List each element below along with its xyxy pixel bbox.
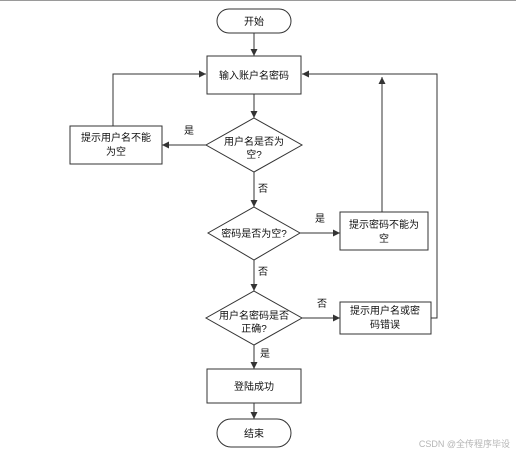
hint-wrong-label-1: 提示用户名或密 [350,304,420,317]
success-process [206,368,302,404]
edge-label-pwd-empty-no: 否 [258,266,268,278]
edge-hint-wrong-back [302,70,438,319]
check-user-empty-label-1: 用户名是否为 [224,135,284,148]
input-process [206,55,302,95]
hint-wrong-label-2: 码错误 [370,318,400,331]
check-user-empty-decision [204,117,304,173]
edge-hint-user-back [112,70,206,126]
end-terminal [216,418,292,448]
check-correct-label-1: 用户名密码是否 [219,309,289,322]
edge-label-pwd-empty-yes: 是 [315,213,325,225]
top-border-line [0,0,516,1]
hint-user-empty-label-1: 提示用户名不能 [81,131,151,144]
check-pwd-empty-decision [206,206,302,261]
check-correct-decision [204,290,304,346]
hint-pwd-empty-label-1: 提示密码不能为 [349,218,419,231]
hint-user-empty-process [69,125,163,165]
check-user-empty-label-2: 空? [246,148,262,161]
check-correct-label-2: 正确? [241,322,267,335]
start-terminal [216,8,292,34]
start-label: 开始 [244,15,264,28]
success-label: 登陆成功 [234,380,274,393]
watermark: CSDN @全传程序毕设 [419,438,510,449]
edge-label-user-empty-no: 否 [258,183,268,195]
edge-label-correct-no: 否 [317,298,327,310]
edge-label-user-empty-yes: 是 [184,125,194,137]
hint-wrong-process [339,301,432,335]
edge-label-correct-yes: 是 [260,348,270,360]
end-label: 结束 [244,427,264,440]
input-label: 输入账户名密码 [219,69,289,82]
check-pwd-empty-label: 密码是否为空? [221,227,287,240]
hint-pwd-empty-process [339,211,429,251]
hint-pwd-empty-label-2: 空 [379,232,389,245]
hint-user-empty-label-2: 为空 [106,145,126,158]
